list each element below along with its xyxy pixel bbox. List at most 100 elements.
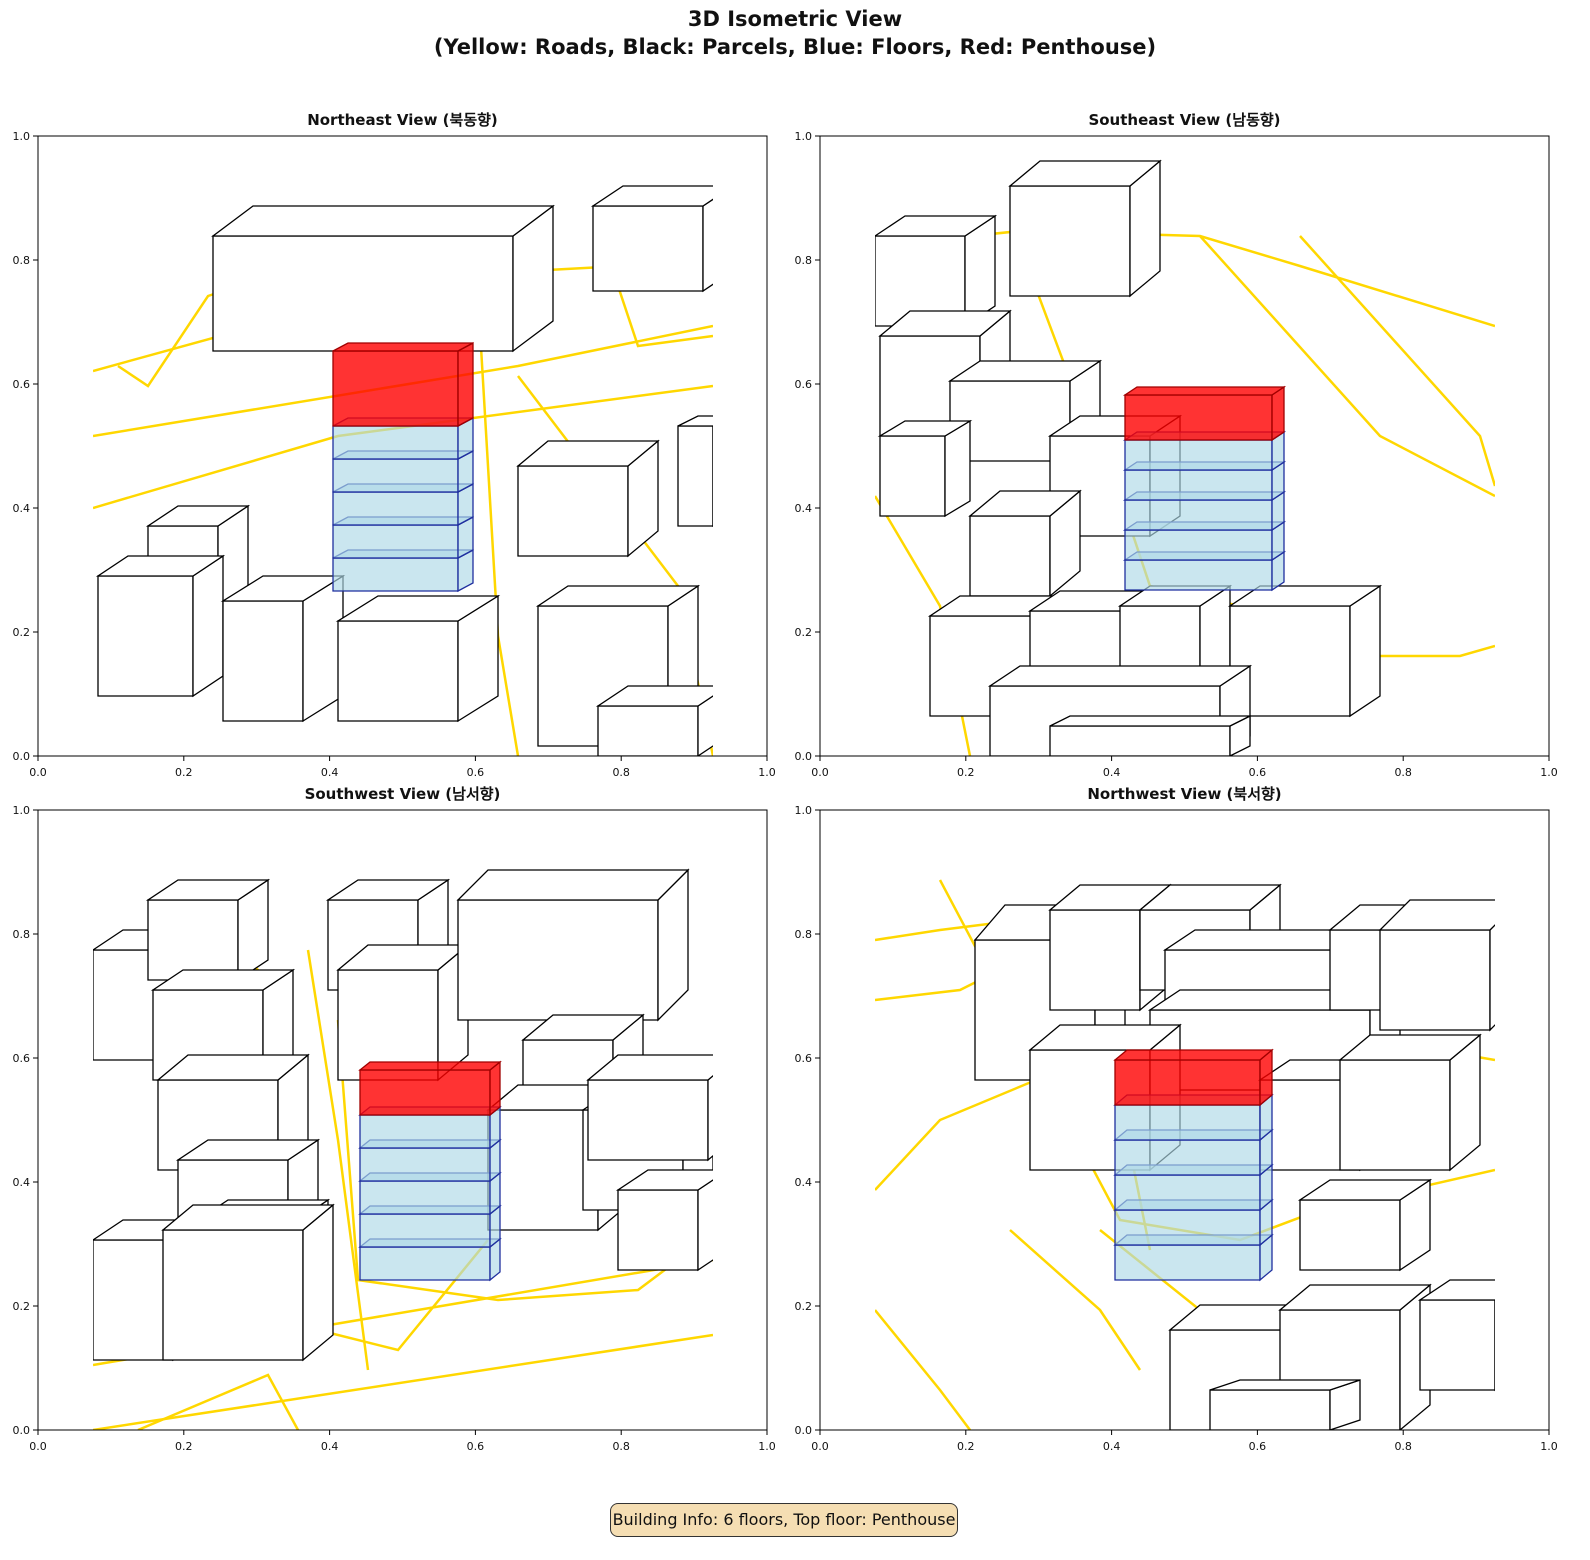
floor-front: [332, 524, 459, 559]
road-line: [1299, 235, 1495, 487]
parcel-building-top: [535, 585, 701, 607]
parcel-building-front: [969, 515, 1051, 597]
parcel-building-top: [325, 879, 451, 901]
parcel-building-top: [1297, 1179, 1433, 1201]
parcel-building-top: [595, 685, 713, 707]
road-line: [1009, 1229, 1142, 1371]
parcel-building-top: [1378, 899, 1495, 931]
parcel-building-side: [1489, 924, 1495, 1032]
penthouse-top: [1122, 386, 1287, 396]
floor-front: [1124, 529, 1273, 561]
parcel-building-side: [697, 695, 713, 756]
y-tick-label: 0.8: [13, 928, 31, 941]
parcel-building-front: [222, 600, 304, 722]
parcel-building-top: [987, 665, 1253, 687]
penthouse-side: [1271, 385, 1285, 442]
parcel-building-top: [1008, 160, 1162, 187]
road-line: [1380, 644, 1495, 658]
parcel-building-front: [617, 1189, 699, 1271]
parcel-building-front: [517, 465, 629, 557]
figure-subtitle: (Yellow: Roads, Black: Parcels, Blue: Fl…: [433, 35, 1157, 59]
floor-front: [1124, 559, 1273, 591]
floor-front: [1114, 1174, 1261, 1211]
penthouse-front: [332, 350, 459, 427]
road-line: [306, 949, 370, 1371]
parcel-building-top: [1049, 715, 1251, 727]
parcel-building-top: [1417, 1279, 1495, 1301]
penthouse-front: [359, 1069, 491, 1116]
parcel-building-front: [1299, 1199, 1401, 1271]
parcel-building-front: [879, 435, 946, 517]
y-tick-label: 0.4: [795, 1176, 813, 1189]
parcel-building-side: [192, 554, 224, 698]
parcel-building-top: [875, 215, 998, 237]
parcel-building-front: [93, 1239, 174, 1361]
parcel-building-front: [337, 620, 459, 722]
parcel-building-top: [150, 969, 296, 991]
parcel-building-front: [1419, 1299, 1495, 1391]
x-tick-label: 0.2: [175, 766, 193, 779]
parcel-building-top: [516, 440, 660, 467]
floor-front: [332, 425, 459, 460]
parcel-building-top: [1338, 1034, 1482, 1061]
x-tick-label: 0.2: [957, 766, 975, 779]
x-tick-label: 0.0: [811, 766, 829, 779]
floor-front: [1114, 1139, 1261, 1176]
parcel-building-top: [968, 490, 1082, 517]
parcel-building-top: [1138, 884, 1282, 911]
floor-front: [332, 491, 459, 526]
parcel-building-front: [1379, 929, 1491, 1031]
parcel-building-top: [521, 1014, 645, 1041]
scene: [875, 879, 1495, 1430]
axes-frame: [819, 809, 1550, 1431]
parcel-building-top: [1028, 1024, 1182, 1051]
x-tick-label: 1.0: [758, 1440, 776, 1453]
y-tick-label: 1.0: [13, 804, 31, 817]
y-tick-label: 1.0: [795, 804, 813, 817]
y-tick-label: 0.4: [13, 1176, 31, 1189]
parcel-building-front: [487, 1109, 599, 1231]
floor-front: [359, 1213, 491, 1248]
parcel-building-front: [457, 899, 659, 1021]
parcel-building-front: [212, 235, 514, 352]
y-tick-label: 0.2: [13, 1300, 31, 1313]
road-line: [875, 1309, 971, 1430]
penthouse-top: [358, 1061, 502, 1071]
axes-frame: [37, 809, 768, 1431]
road-line: [93, 324, 713, 438]
scene: [93, 185, 713, 756]
floor-front: [359, 1147, 491, 1182]
parcel-building-top: [878, 310, 1012, 337]
x-tick-label: 0.0: [811, 1440, 829, 1453]
y-tick-label: 0.6: [795, 378, 813, 391]
y-tick-label: 0.6: [13, 1052, 31, 1065]
parcel-building-front: [147, 899, 239, 981]
floor-front: [1114, 1244, 1261, 1281]
parcel-building-top: [456, 869, 690, 901]
floor-front: [1124, 469, 1273, 501]
penthouse-front: [1124, 394, 1273, 441]
y-tick-label: 0.2: [795, 626, 813, 639]
figure-title: 3D Isometric View: [687, 7, 903, 31]
y-tick-label: 1.0: [13, 130, 31, 143]
panel-title: Northwest View (북서향): [1087, 785, 1282, 803]
road-line: [336, 1019, 679, 1302]
parcel-building-top: [175, 1139, 321, 1161]
penthouse-side: [489, 1060, 501, 1117]
x-tick-label: 0.2: [175, 1440, 193, 1453]
parcel-building-top: [615, 1169, 713, 1191]
building-info-box: Building Info: 6 floors, Top floor: Pent…: [610, 1503, 958, 1537]
parcel-building-top: [586, 1054, 713, 1081]
y-tick-label: 0.0: [13, 1424, 31, 1437]
y-tick-label: 0.8: [13, 254, 31, 267]
parcel-building-side: [697, 1179, 713, 1272]
scene: [875, 159, 1495, 756]
parcel-building-top: [590, 185, 713, 207]
x-tick-label: 0.8: [1394, 1440, 1412, 1453]
floor-front: [359, 1246, 491, 1281]
